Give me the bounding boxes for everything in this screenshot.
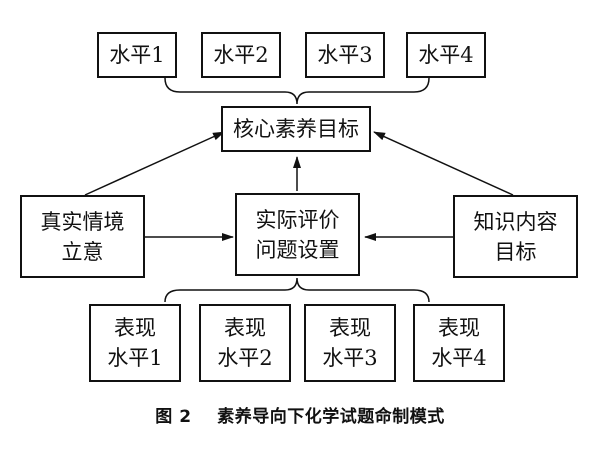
performance-1-box: 表现 水平1 [89, 304, 181, 382]
core-goal-label: 核心素养目标 [233, 117, 359, 141]
arrow-right-to-core [373, 131, 514, 196]
bottom-brace [164, 277, 430, 303]
performance-4-box: 表现 水平4 [413, 304, 505, 382]
level-2-label: 水平2 [213, 43, 269, 67]
knowledge-goal-box: 知识内容 目标 [453, 195, 578, 278]
performance-3-box: 表现 水平3 [304, 304, 396, 382]
performance-3-label: 表现 水平3 [322, 316, 378, 370]
performance-2-box: 表现 水平2 [199, 304, 291, 382]
level-1-box: 水平1 [97, 32, 177, 78]
core-goal-box: 核心素养目标 [221, 106, 371, 152]
performance-1-label: 表现 水平1 [107, 316, 163, 370]
level-2-box: 水平2 [201, 32, 281, 78]
level-4-label: 水平4 [418, 43, 474, 67]
level-4-box: 水平4 [406, 32, 486, 78]
level-3-box: 水平3 [305, 32, 385, 78]
performance-2-label: 表现 水平2 [217, 316, 273, 370]
figure-number: 图 2 [155, 407, 192, 427]
figure-caption: 图 2 素养导向下化学试题命制模式 [0, 402, 600, 427]
performance-4-label: 表现 水平4 [431, 316, 487, 370]
level-1-label: 水平1 [109, 43, 165, 67]
real-context-box: 真实情境 立意 [20, 195, 145, 278]
evaluation-question-label: 实际评价 问题设置 [255, 207, 340, 262]
level-3-label: 水平3 [317, 43, 373, 67]
knowledge-goal-label: 知识内容 目标 [473, 209, 558, 264]
evaluation-question-box: 实际评价 问题设置 [235, 193, 360, 276]
top-brace [164, 77, 430, 105]
figure-title: 素养导向下化学试题命制模式 [217, 407, 445, 427]
real-context-label: 真实情境 立意 [40, 209, 125, 264]
arrow-left-to-core [84, 131, 225, 196]
